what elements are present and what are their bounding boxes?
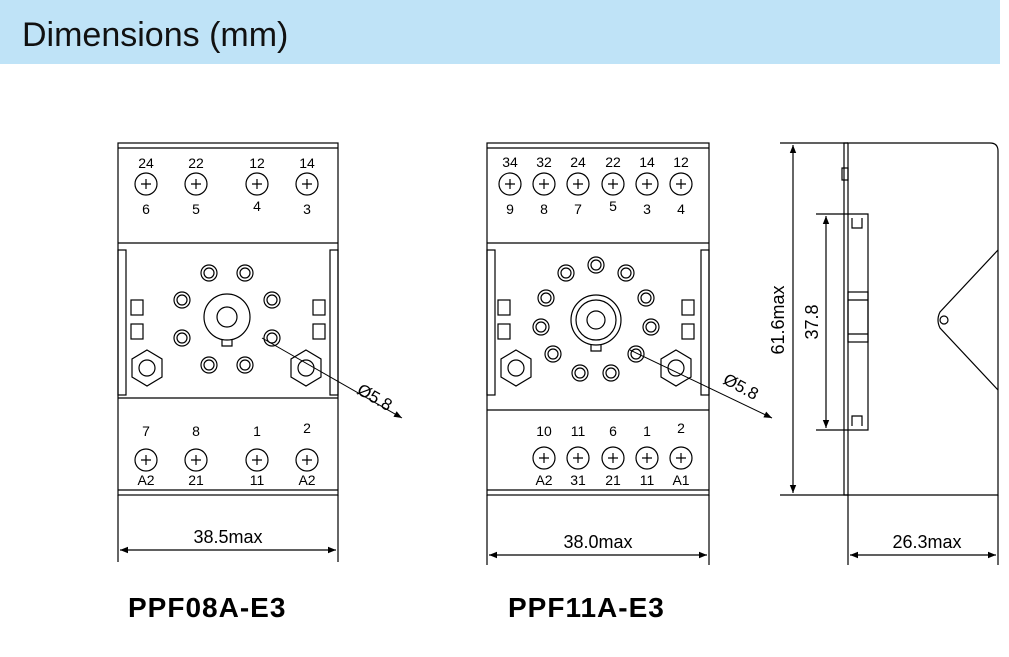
ppf11a-top-terminal: 32 [536,154,552,170]
ppf08a-hole-diameter: Ø5.8 [354,380,395,415]
ppf11a-top-sub-label: 8 [540,201,548,217]
inner-dimension: 37.8 [802,304,822,339]
ppf11a-bottom-terminal: 11 [571,423,586,439]
ppf08a-bottom-terminal: 1 [253,423,261,439]
ppf08a-top-terminal: 22 [188,155,204,171]
ppf08a-labels: 24 22 12 14 6 5 4 3 7 8 1 2 A2 21 11 A2 … [137,155,395,547]
model-name-ppf08a: PPF08A-E3 [128,592,287,623]
ppf11a-front-view [486,142,773,565]
ppf08a-bottom-sub-label: A2 [298,472,315,488]
model-name-ppf11a: PPF11A-E3 [508,592,665,623]
ppf11a-bottom-terminal: 10 [536,423,552,439]
side-view-labels: 61.6max 37.8 26.3max [768,285,962,552]
ppf11a-bottom-terminal: 1 [643,423,651,439]
side-view [780,142,999,565]
ppf11a-top-sub-label: 9 [506,201,514,217]
ppf11a-width-dimension: 38.0max [563,532,632,552]
ppf11a-top-terminal: 22 [605,154,621,170]
ppf08a-width-dimension: 38.5max [193,527,262,547]
ppf11a-top-sub-label: 3 [643,201,651,217]
ppf08a-top-sub-label: 3 [303,201,311,217]
ppf08a-top-sub-label: 4 [253,198,261,214]
ppf11a-labels: 34 32 24 22 14 12 9 8 7 5 3 4 10 11 6 1 … [502,154,761,552]
ppf11a-bottom-sub-label: 11 [640,472,655,488]
ppf08a-bottom-terminal: 2 [303,420,311,436]
ppf08a-bottom-terminal: 8 [192,423,200,439]
ppf08a-top-terminal: 14 [299,155,315,171]
ppf11a-top-sub-label: 4 [677,201,685,217]
ppf11a-bottom-terminal: 6 [609,423,617,439]
ppf11a-top-terminal: 12 [673,154,689,170]
header-bar [0,0,1000,64]
ppf11a-bottom-terminal: 2 [677,420,685,436]
ppf11a-top-sub-label: 7 [574,201,582,217]
ppf08a-top-sub-label: 5 [192,201,200,217]
ppf11a-bottom-sub-label: A1 [672,472,689,488]
ppf11a-top-terminal: 24 [570,154,586,170]
ppf08a-top-terminal: 24 [138,155,154,171]
height-dimension: 61.6max [768,285,788,354]
depth-dimension: 26.3max [892,532,961,552]
ppf11a-top-terminal: 14 [639,154,655,170]
ppf11a-top-terminal: 34 [502,154,518,170]
ppf08a-bottom-sub-label: 21 [188,472,204,488]
page-title: Dimensions (mm) [22,16,289,54]
ppf11a-bottom-sub-label: 21 [605,472,621,488]
ppf08a-bottom-sub-label: 11 [250,472,265,488]
ppf08a-front-view [117,142,403,562]
ppf11a-top-sub-label: 5 [609,198,617,214]
ppf08a-top-terminal: 12 [249,155,265,171]
ppf08a-bottom-sub-label: A2 [137,472,154,488]
ppf11a-hole-diameter: Ø5.8 [720,370,761,404]
ppf11a-bottom-sub-label: 31 [570,472,586,488]
ppf08a-top-sub-label: 6 [142,201,150,217]
ppf08a-bottom-terminal: 7 [142,423,150,439]
ppf11a-bottom-sub-label: A2 [535,472,552,488]
